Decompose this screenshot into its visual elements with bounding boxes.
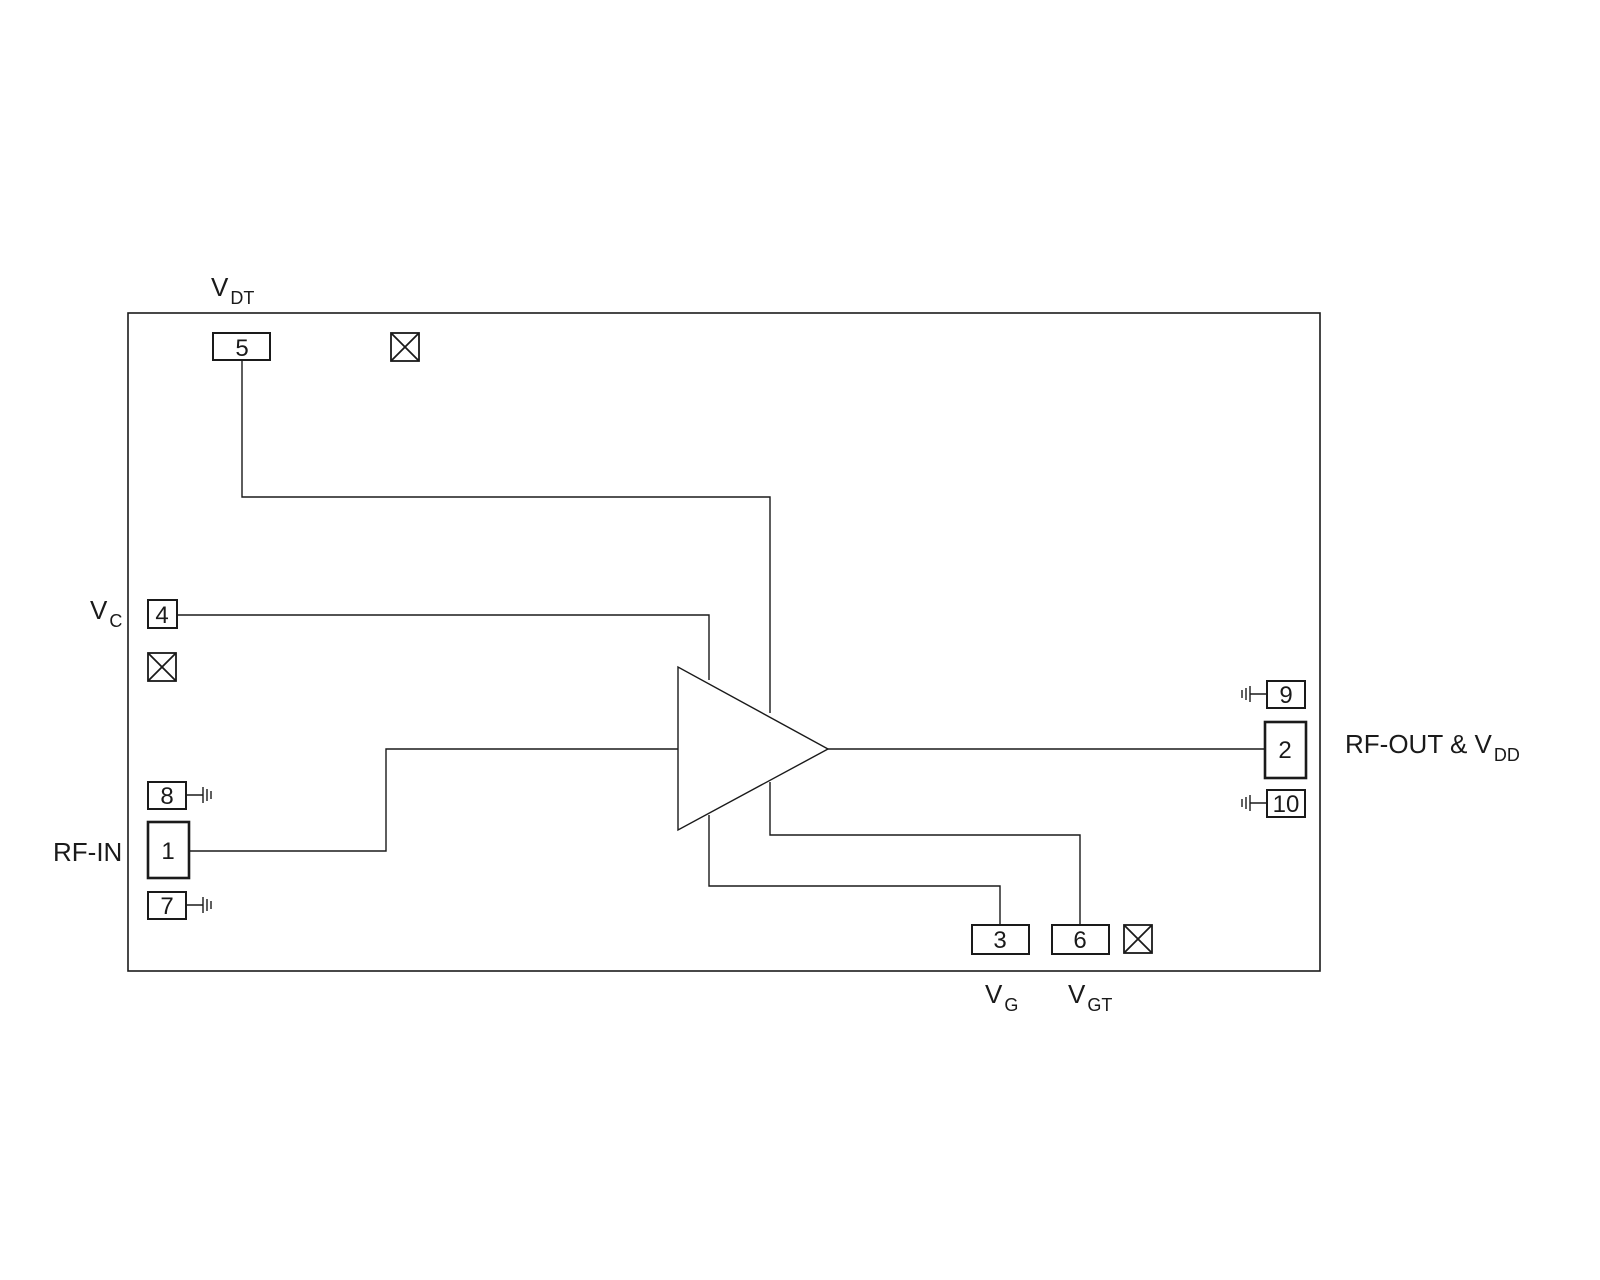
pin-6: 6 [1051,924,1110,955]
pin-8: 8 [147,781,187,810]
ground-icon [1241,795,1267,811]
wire-pin6-vgt [769,782,1081,925]
pin-9-number: 9 [1279,682,1292,709]
no-connect-left [147,652,177,682]
label-vgt-sub: GT [1087,995,1112,1015]
wire-pin3-vg [708,815,1001,925]
label-vc-main: V [90,595,108,625]
label-vg-main: V [985,979,1003,1009]
no-connect-top-cross-b [390,332,420,362]
label-rf-in: RF-IN [53,837,122,867]
pin-1-pad [146,820,191,880]
pin-2: 2 [1263,720,1308,780]
pin-3-number: 3 [993,927,1006,954]
pin-4-number: 4 [155,602,168,629]
amplifier-symbol [677,665,830,832]
ground-icon [186,787,212,803]
no-connect-bottom-cross-b [1123,924,1153,954]
label-vdt-main: V [211,272,229,302]
label-vg-sub: G [1004,995,1018,1015]
pin-9: 9 [1266,680,1306,709]
chip-outline [127,312,1321,972]
ground-icon [186,897,212,913]
label-vc-sub: C [109,611,122,631]
pin-5: 5 [212,332,271,362]
wire-pin4-vc [178,614,710,680]
pin-5-pad [212,332,271,361]
pin-2-pad [1263,720,1308,780]
wire-pin5-vdt [241,359,771,713]
pin-2-number: 2 [1278,737,1291,764]
no-connect-top-pad [390,332,420,362]
pin-3-pad [971,924,1030,955]
pin-4-pad [147,599,178,629]
label-vgt-main: V [1068,979,1086,1009]
pin-6-number: 6 [1073,927,1086,954]
no-connect-bottom-pad [1123,924,1153,954]
no-connect-left-cross-b [147,652,177,682]
label-rf-out-sub: DD [1494,745,1520,765]
ground-icon [1241,686,1267,702]
pin-3: 3 [971,924,1030,955]
pin-8-number: 8 [160,783,173,810]
pin-1: 1 [146,820,191,880]
pin-7: 7 [147,891,187,920]
label-rf-out-main: RF-OUT & V [1345,729,1493,759]
pin-5-number: 5 [235,335,248,362]
no-connect-top [390,332,420,362]
pin-10: 10 [1266,789,1306,818]
wire-pin1-rf-in [190,748,678,852]
pin-1-number: 1 [161,838,174,865]
pin-4: 4 [147,599,178,629]
pin-7-number: 7 [160,893,173,920]
no-connect-left-pad [147,652,177,682]
wires [178,359,1265,925]
pin-9-pad [1266,680,1306,709]
pin-6-pad [1051,924,1110,955]
label-vdt-sub: DT [230,288,254,308]
no-connect-bottom [1123,924,1153,954]
pin-8-pad [147,781,187,810]
pin-10-number: 10 [1273,791,1300,818]
